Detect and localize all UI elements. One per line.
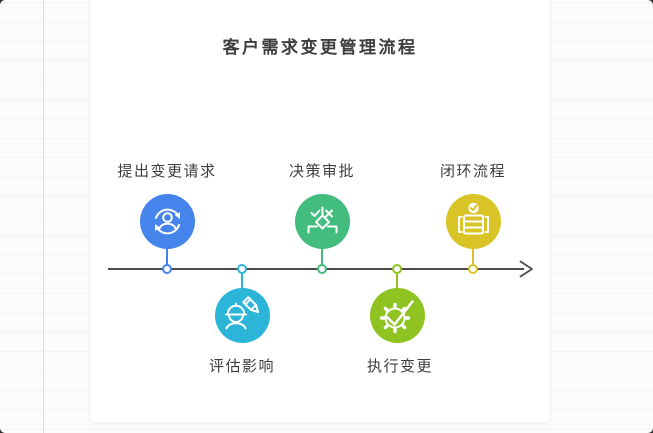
- timeline-node: [317, 264, 327, 274]
- timeline-node: [392, 264, 402, 274]
- decision-check-cross-icon[interactable]: [294, 194, 350, 249]
- step-label: 决策审批: [288, 163, 355, 180]
- step-label: 提出变更请求: [117, 163, 217, 180]
- timeline-node: [162, 264, 172, 274]
- step-label: 执行变更: [366, 358, 433, 375]
- gear-check-icon[interactable]: [369, 288, 425, 343]
- spreadsheet-column-line: [43, 0, 44, 433]
- step-label: 评估影响: [208, 358, 275, 375]
- timeline-node: [468, 264, 478, 274]
- timeline-node: [237, 264, 247, 274]
- arrowhead-icon: [519, 260, 533, 278]
- checklist-check-icon[interactable]: [445, 194, 501, 249]
- person-refresh-icon[interactable]: [139, 194, 195, 249]
- engineer-pencil-icon[interactable]: [214, 288, 270, 343]
- step-label: 闭环流程: [439, 163, 506, 180]
- connector-line: [321, 247, 323, 266]
- connector-line: [472, 247, 474, 266]
- diagram-title: 客户需求变更管理流程: [222, 38, 418, 57]
- connector-line: [241, 273, 243, 289]
- connector-line: [396, 273, 398, 289]
- timeline-line: [108, 268, 524, 270]
- connector-line: [166, 247, 168, 266]
